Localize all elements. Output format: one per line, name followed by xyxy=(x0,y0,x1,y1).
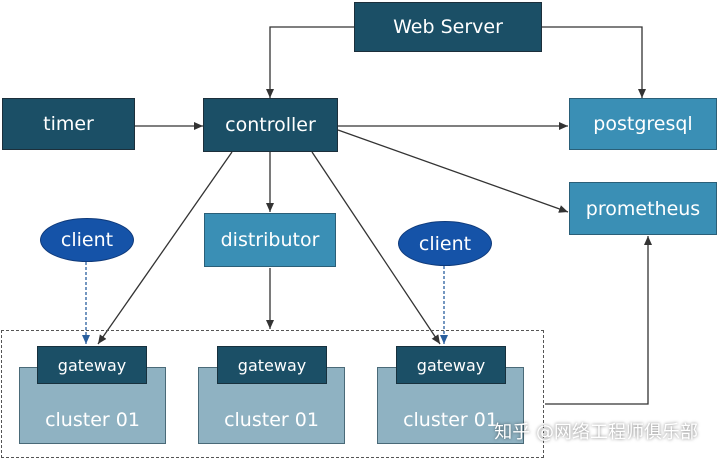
node-postgresql: postgresql xyxy=(569,98,717,150)
edge-cluster-prometheus xyxy=(545,236,652,405)
node-prometheus: prometheus xyxy=(569,182,717,235)
watermark-text: 知乎 @网络工程师俱乐部 xyxy=(494,422,698,443)
edge-controller-gateway-right xyxy=(311,151,441,345)
node-distributor: distributor xyxy=(204,213,336,267)
edge-webserver-postgresql xyxy=(542,26,646,98)
edge-webserver-controller xyxy=(266,26,354,98)
node-web-server: Web Server xyxy=(354,2,542,52)
gateway-box: gateway xyxy=(37,346,147,384)
node-client-left: client xyxy=(40,218,134,262)
node-client-right: client xyxy=(398,221,492,266)
node-timer: timer xyxy=(2,98,135,150)
cluster-group-frame xyxy=(1,330,544,458)
node-controller: controller xyxy=(203,98,338,152)
gateway-box: gateway xyxy=(396,346,506,384)
edge-controller-prometheus xyxy=(337,129,569,213)
gateway-box: gateway xyxy=(217,346,327,384)
edge-controller-gateway-left xyxy=(97,151,233,345)
